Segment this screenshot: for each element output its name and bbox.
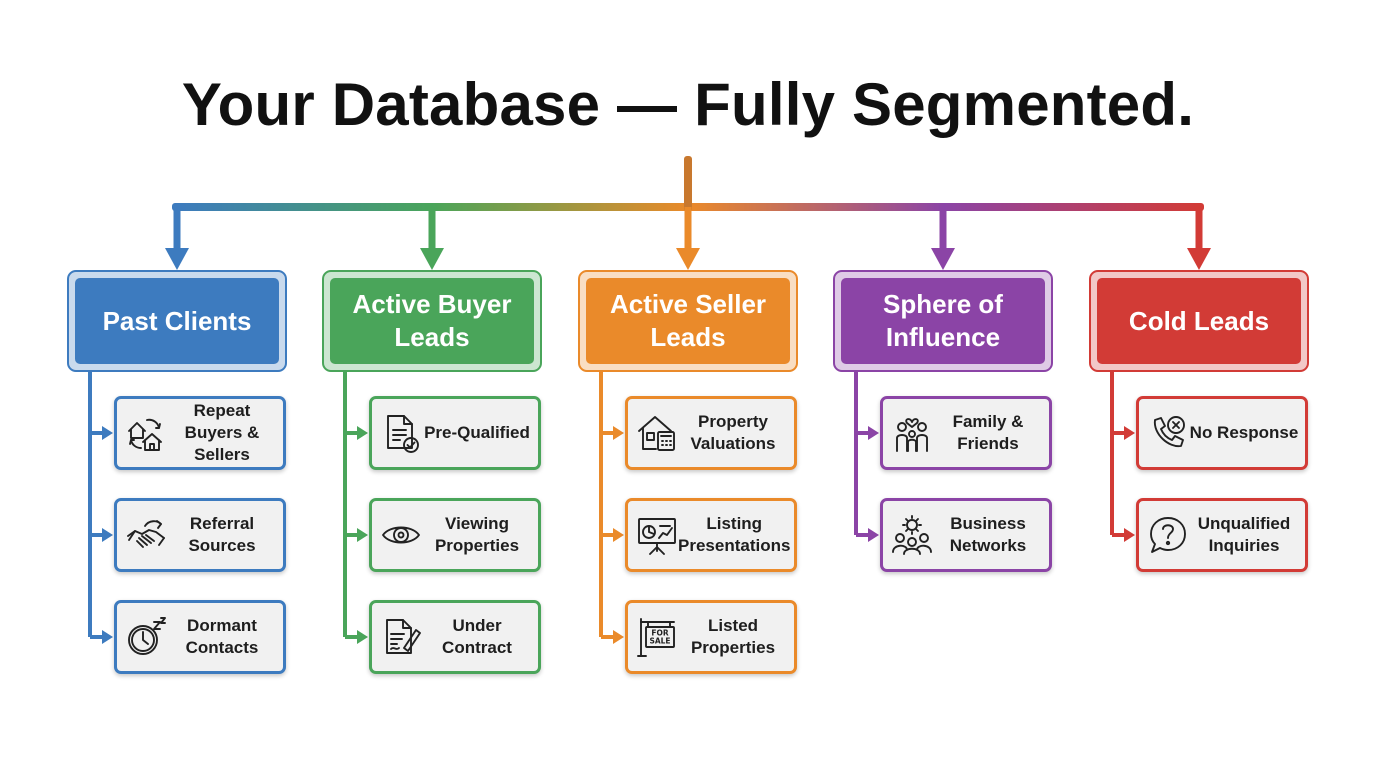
approved-document-icon (387, 415, 419, 453)
drop-arrowhead (165, 248, 189, 270)
signed-contract-icon (386, 619, 421, 654)
segment-listing-presentations[interactable]: Listing Presentations (625, 498, 797, 572)
business-network-icon (892, 515, 932, 555)
segment-label: Under Contract (442, 616, 512, 657)
house-calculator-icon (638, 416, 675, 451)
sign-text: FOR (651, 629, 668, 638)
family-icon (896, 418, 928, 452)
segment-pre-qualified[interactable]: Pre-Qualified (369, 396, 541, 470)
handshake-icon (127, 520, 165, 548)
missed-call-icon (1154, 416, 1185, 447)
segment-repeat-buyers-sellers[interactable]: Repeat Buyers & Sellers (114, 396, 286, 470)
segment-viewing-properties[interactable]: Viewing Properties (369, 498, 541, 572)
page-title: Your Database — Fully Segmented. (181, 71, 1195, 138)
presentation-board-icon (638, 518, 676, 555)
segment-label: Referral Sources (188, 514, 256, 555)
segment-family-friends[interactable]: Family & Friends (880, 396, 1052, 470)
segment-label: No Response (1189, 423, 1299, 442)
branch-arrowhead (357, 630, 368, 644)
segment-under-contract[interactable]: Under Contract (369, 600, 541, 674)
category-active-buyer-leads[interactable]: Active Buyer Leads (322, 270, 542, 372)
segment-label: Unqualified Inquiries (1197, 514, 1291, 555)
segment-label: Repeat Buyers & Sellers (184, 401, 260, 464)
segment-label: Listed Properties (690, 616, 776, 657)
drop-arrowhead (676, 248, 700, 270)
branch-arrowhead (613, 630, 624, 644)
branch-arrowhead (102, 630, 113, 644)
question-bubble-icon (1150, 517, 1186, 553)
root-trunk (684, 156, 692, 212)
branch-arrowhead (1124, 528, 1135, 542)
segment-label: Listing Presentations (678, 514, 791, 555)
branch-arrowhead (868, 528, 879, 542)
segment-label: Pre-Qualified (424, 423, 530, 442)
branch-arrowhead (102, 426, 113, 440)
segment-label: Viewing Properties (434, 514, 520, 555)
category-cold-leads[interactable]: Cold Leads (1089, 270, 1309, 372)
branch-arrowhead (868, 426, 879, 440)
segment-business-networks[interactable]: Business Networks (880, 498, 1052, 572)
sign-text: SALE (649, 637, 670, 646)
segment-label: Property Valuations (690, 412, 776, 453)
sleeping-clock-icon (128, 617, 166, 655)
drop-arrowhead (420, 248, 444, 270)
category-label: Active Seller Leads (586, 278, 790, 364)
segment-dormant-contacts[interactable]: Dormant Contacts (114, 600, 286, 674)
branch-arrowhead (357, 426, 368, 440)
segment-label: Business Networks (949, 514, 1027, 555)
category-label: Sphere of Influence (841, 278, 1045, 364)
drop-arrowhead (1187, 248, 1211, 270)
category-label: Active Buyer Leads (330, 278, 534, 364)
eye-icon (382, 526, 420, 544)
branch-arrowhead (613, 528, 624, 542)
segment-referral-sources[interactable]: Referral Sources (114, 498, 286, 572)
branch-arrowhead (357, 528, 368, 542)
drop-arrowhead (931, 248, 955, 270)
category-label: Past Clients (75, 278, 279, 364)
segment-label: Dormant Contacts (185, 616, 259, 657)
segment-unqualified-inquiries[interactable]: Unqualified Inquiries (1136, 498, 1308, 572)
category-label: Cold Leads (1097, 278, 1301, 364)
category-past-clients[interactable]: Past Clients (67, 270, 287, 372)
branch-arrowhead (613, 426, 624, 440)
category-sphere-of-influence[interactable]: Sphere of Influence (833, 270, 1053, 372)
segment-property-valuations[interactable]: Property Valuations (625, 396, 797, 470)
segment-label: Family & Friends (952, 412, 1024, 453)
branch-arrowhead (102, 528, 113, 542)
segment-no-response[interactable]: No Response (1136, 396, 1308, 470)
repeat-houses-icon (128, 418, 162, 451)
category-active-seller-leads[interactable]: Active Seller Leads (578, 270, 798, 372)
branch-arrowhead (1124, 426, 1135, 440)
